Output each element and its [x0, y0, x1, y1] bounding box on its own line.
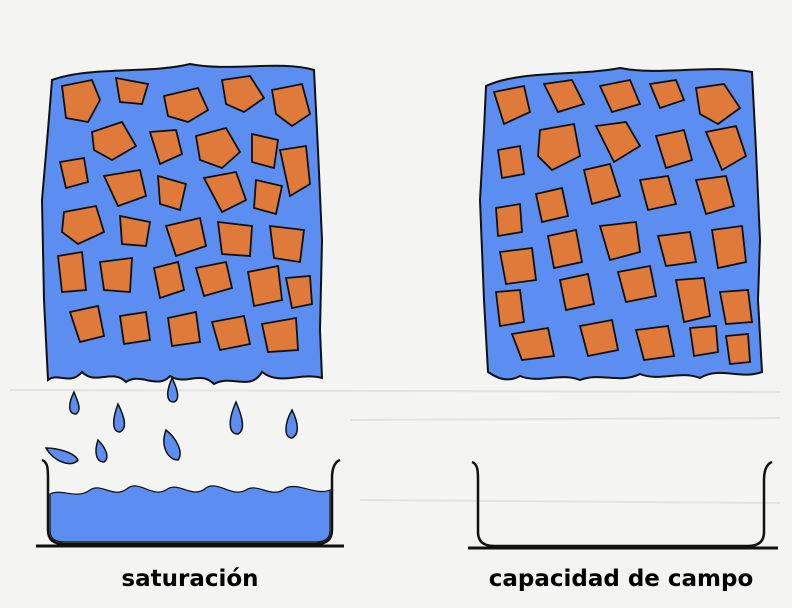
background-texture: [9, 389, 781, 504]
soil-water-diagram: [9, 62, 781, 550]
collected-water: [49, 485, 331, 543]
container-right: [471, 460, 773, 548]
saturation-panel: [36, 62, 344, 548]
water-drops: [44, 376, 298, 465]
field-capacity-panel: [468, 66, 778, 550]
field-capacity-caption: capacidad de campo: [488, 566, 754, 592]
saturation-caption: saturación: [121, 566, 259, 592]
container-left: [41, 458, 341, 546]
soil-particles: [57, 75, 313, 353]
soil-particles-right: [492, 78, 754, 365]
